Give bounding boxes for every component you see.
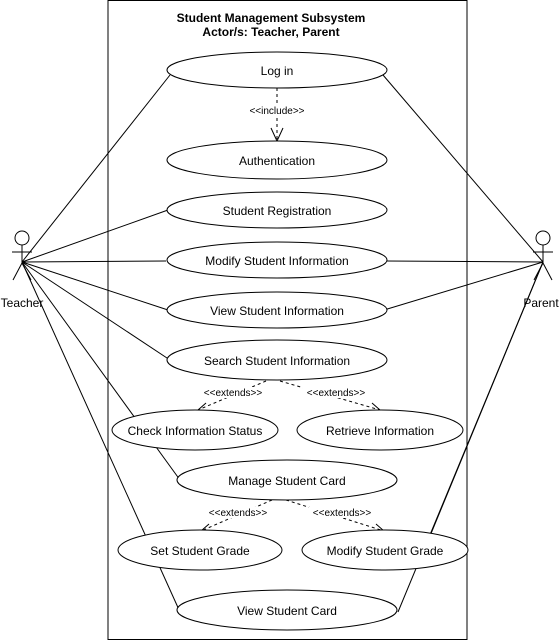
include-label: <<include>> <box>249 106 304 117</box>
use-case-label: Search Student Information <box>204 354 350 368</box>
stick-figure-icon <box>12 230 32 281</box>
use-case-label: Authentication <box>239 154 315 168</box>
actor-parent[interactable]: Parent <box>523 230 559 310</box>
system-title: Student Management Subsystem <box>177 11 366 25</box>
use-case-authentication[interactable]: Authentication <box>166 140 388 180</box>
include-login-authentication: <<include>> <box>246 88 308 143</box>
include-label-bg <box>246 104 308 116</box>
use-case-ellipse <box>166 140 388 180</box>
use-case-ellipse <box>176 459 398 501</box>
use-case-ellipse <box>166 339 388 381</box>
use-case-ellipse <box>296 409 464 451</box>
extends-label: <<extends>> <box>307 388 366 399</box>
assoc-parent-login <box>382 74 544 263</box>
extends-label: <<extends>> <box>204 388 263 399</box>
use-case-ellipse <box>117 529 283 571</box>
use-case-label: View Student Information <box>210 304 344 318</box>
extends-label-bg <box>303 387 369 398</box>
extends-label-bg <box>309 507 375 518</box>
extends-label-bg <box>200 387 266 398</box>
use-case-label: Modify Student Information <box>205 254 348 268</box>
assoc-teacher-view-student-information <box>21 261 169 311</box>
use-case-ellipse <box>301 529 469 571</box>
assoc-teacher-search-student-information <box>21 261 171 361</box>
actor-teacher[interactable]: Teacher <box>1 230 44 310</box>
use-case-ellipse <box>166 191 388 229</box>
stick-figure-icon <box>533 230 553 281</box>
system-actors-subtitle: Actor/s: Teacher, Parent <box>202 25 339 39</box>
assoc-teacher-login <box>21 74 171 263</box>
use-case-label: Manage Student Card <box>228 474 345 488</box>
use-case-modify-student-information[interactable]: Modify Student Information <box>166 241 388 279</box>
use-case-ellipse <box>166 241 388 279</box>
assoc-parent-view-student-information <box>383 261 544 311</box>
use-case-view-student-information[interactable]: View Student Information <box>166 291 388 329</box>
use-case-label: View Student Card <box>237 604 337 618</box>
use-case-label: Check Information Status <box>128 424 263 438</box>
assoc-parent-modify-student-information <box>385 260 544 263</box>
use-case-view-student-card[interactable]: View Student Card <box>176 589 398 631</box>
use-case-ellipse <box>176 589 398 631</box>
assoc-teacher-modify-student-information <box>21 260 167 263</box>
use-case-label: Log in <box>261 64 294 78</box>
use-case-ellipse <box>111 409 279 451</box>
actor-label-teacher: Teacher <box>1 296 44 310</box>
use-case-label: Retrieve Information <box>326 424 434 438</box>
use-case-ellipse <box>166 291 388 329</box>
use-case-set-student-grade[interactable]: Set Student Grade <box>117 529 283 571</box>
extends-dashed-line <box>285 499 385 532</box>
use-case-login[interactable]: Log in <box>166 51 388 89</box>
use-case-manage-student-card[interactable]: Manage Student Card <box>176 459 398 501</box>
use-case-label: Set Student Grade <box>150 544 250 558</box>
actor-label-parent: Parent <box>523 296 559 310</box>
assoc-teacher-student-registration <box>21 209 169 263</box>
use-case-student-registration[interactable]: Student Registration <box>166 191 388 229</box>
use-case-check-information-status[interactable]: Check Information Status <box>111 409 279 451</box>
use-case-label: Student Registration <box>223 204 332 218</box>
use-case-ellipse <box>166 51 388 89</box>
use-case-retrieve-information[interactable]: Retrieve Information <box>296 409 464 451</box>
use-case-modify-student-grade[interactable]: Modify Student Grade <box>301 529 469 571</box>
extends-label: <<extends>> <box>313 508 372 519</box>
use-case-search-student-information[interactable]: Search Student Information <box>166 339 388 381</box>
extends-label: <<extends>> <box>209 508 268 519</box>
use-case-label: Modify Student Grade <box>327 544 444 558</box>
extends-label-bg <box>205 507 271 518</box>
extends-dashed-line <box>279 380 381 411</box>
